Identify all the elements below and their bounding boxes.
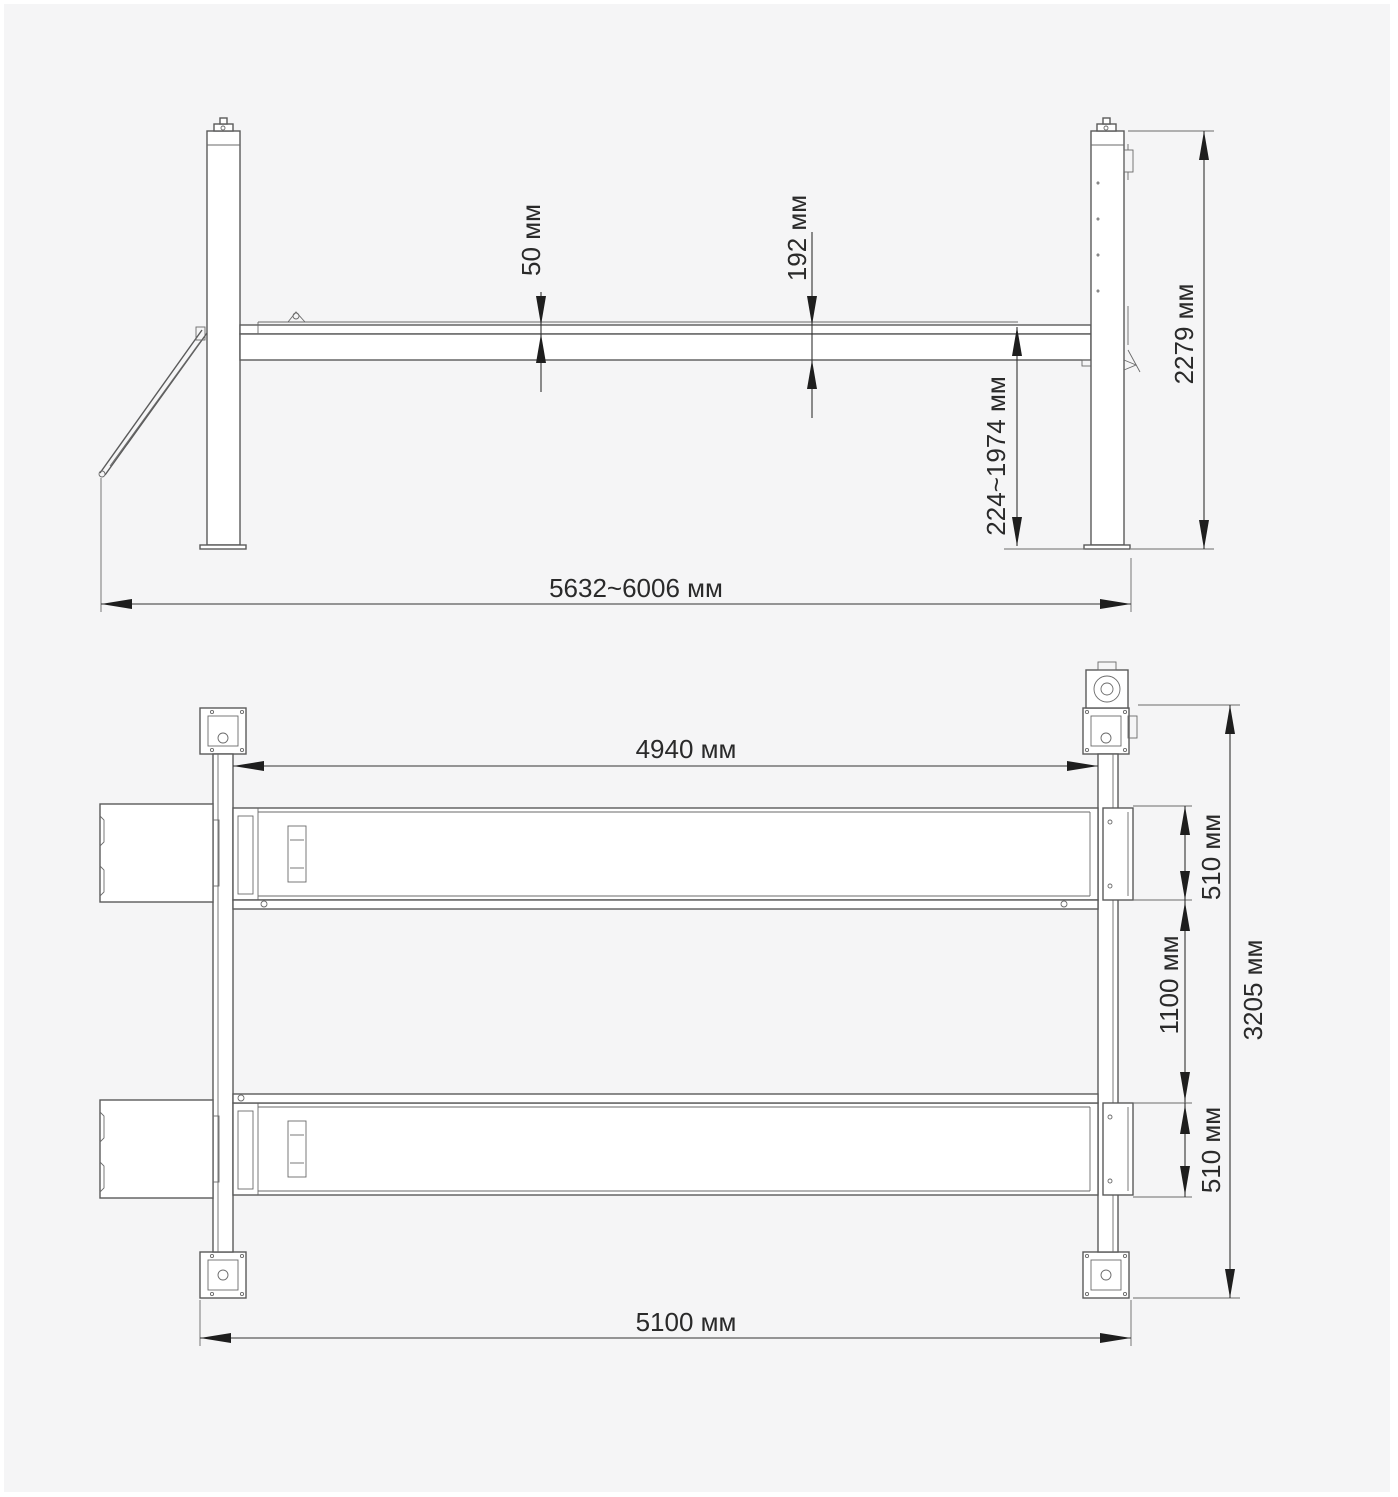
overall-width-label: 3205 мм — [1238, 940, 1268, 1041]
crossbeam-thickness-label: 192 мм — [782, 195, 812, 281]
dim-height: 2279 мм — [1128, 130, 1214, 550]
post-plate-bottom-left — [199, 1251, 247, 1299]
runway-gap-label: 1100 мм — [1154, 936, 1184, 1035]
runway-width-bottom-label: 510 мм — [1196, 1107, 1226, 1193]
dim-runway-thickness: 50 мм — [516, 204, 546, 392]
dim-overall-length-side: 5632~6006 мм — [100, 478, 1132, 612]
post-plate-top-right — [1082, 707, 1130, 755]
dim-lift-range: 224~1974 мм — [981, 327, 1085, 550]
runway-side — [239, 311, 1092, 367]
dim-runway-gap: 1100 мм — [1133, 900, 1192, 1104]
dim-overall-width: 3205 мм — [1133, 704, 1268, 1299]
dim-overall-length-top: 5100 мм — [199, 1300, 1132, 1346]
post-spacing-label: 4940 мм — [636, 734, 737, 764]
dim-crossbeam-thickness: 192 мм — [782, 195, 817, 418]
runway-width-top-label: 510 мм — [1196, 814, 1226, 900]
post-plate-top-left — [199, 707, 247, 755]
runway-bottom — [232, 1102, 1134, 1196]
left-post — [199, 117, 247, 550]
right-post — [1083, 117, 1141, 550]
dim-runway-width-top: 510 мм — [1133, 805, 1226, 901]
dim-post-spacing: 4940 мм — [233, 734, 1098, 771]
pump-motor — [1085, 661, 1138, 739]
top-view: 4940 мм 5100 мм 3205 мм 510 мм — [99, 661, 1268, 1346]
dim-runway-width-bottom: 510 мм — [1133, 1103, 1226, 1198]
side-view: 50 мм 192 мм 224~1974 мм 2279 мм — [98, 117, 1214, 612]
height-label: 2279 мм — [1169, 284, 1199, 385]
runway-top — [232, 807, 1134, 901]
lift-range-label: 224~1974 мм — [981, 376, 1011, 535]
post-plate-bottom-right — [1082, 1251, 1130, 1299]
overall-length-side-label: 5632~6006 мм — [549, 573, 723, 603]
jack-rails — [232, 899, 1099, 1104]
ramp — [98, 326, 208, 478]
ramps-top-view — [99, 803, 220, 1199]
overall-length-top-label: 5100 мм — [636, 1307, 737, 1337]
runway-thickness-label: 50 мм — [516, 204, 546, 276]
